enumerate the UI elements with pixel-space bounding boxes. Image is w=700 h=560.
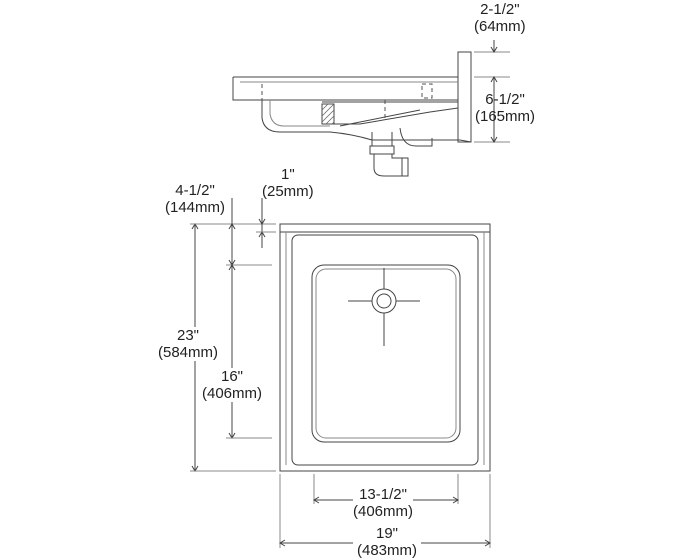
backsplash-height-imperial: 2-1/2" (480, 1, 520, 18)
side-elevation-view (232, 40, 510, 177)
backsplash-height-label: 2-1/2" (64mm) (474, 1, 526, 35)
bowl-depth-label: 6-1/2" (165mm) (475, 91, 535, 125)
plan-view (279, 223, 491, 472)
backsplash-thickness-imperial: 1" (281, 166, 295, 183)
front-to-bowl-label: 4-1/2" (144mm) (165, 182, 225, 216)
bowl-width-metric: (406mm) (353, 503, 414, 520)
bowl-length-imperial: 16" (221, 368, 244, 385)
bowl-width-label: 13-1/2" (406mm) (353, 486, 414, 520)
bowl-depth-metric: (165mm) (475, 108, 536, 125)
backsplash-thickness-label: 1" (25mm) (262, 166, 314, 200)
bowl-depth-imperial: 6-1/2" (485, 91, 525, 108)
front-to-bowl-imperial: 4-1/2" (175, 182, 215, 199)
backsplash-thickness-metric: (25mm) (262, 183, 314, 200)
overall-depth-metric: (584mm) (158, 344, 219, 361)
overall-depth-label: 23" (584mm) (158, 327, 219, 361)
overall-width-metric: (483mm) (357, 542, 418, 559)
overall-depth-imperial: 23" (177, 327, 200, 344)
front-to-bowl-metric: (144mm) (165, 199, 226, 216)
bowl-width-imperial: 13-1/2" (359, 486, 407, 503)
bowl-length-metric: (406mm) (202, 385, 263, 402)
backsplash-height-metric: (64mm) (474, 18, 526, 35)
overall-width-imperial: 19" (376, 525, 399, 542)
bowl-length-label: 16" (406mm) (202, 368, 263, 402)
overall-width-label: 19" (483mm) (353, 525, 422, 559)
